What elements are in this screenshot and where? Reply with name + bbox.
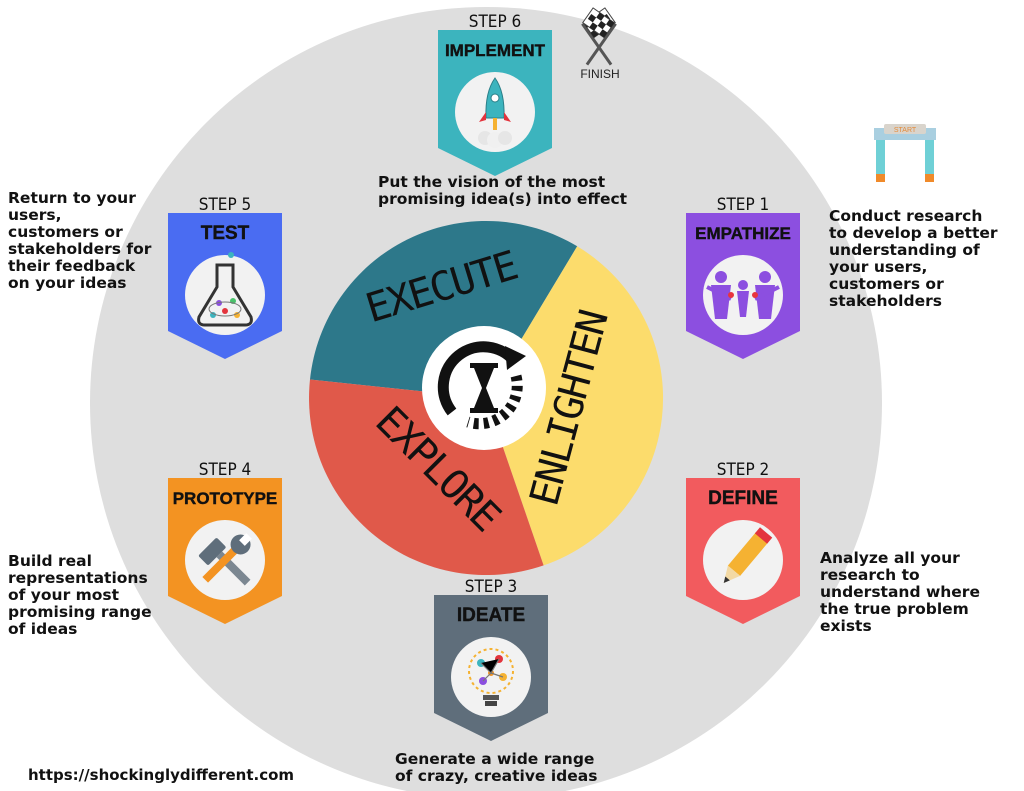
pencil-icon [723,527,773,583]
step-1-description: Conduct research to develop a better und… [829,207,998,310]
step-3-badge: STEP 3 IDEATE [434,577,548,741]
step-5-title: TEST [201,223,250,244]
step-4-title: PROTOTYPE [173,489,278,508]
step-4-description: Build real representations of your most … [8,552,152,638]
step-6-badge: STEP 6 IMPLEMENT [438,12,552,176]
step-1-number: STEP 1 [717,195,770,215]
source-url: https://shockinglydifferent.com [28,766,295,784]
step-1-title: EMPATHIZE [695,224,791,243]
flask-icon [197,252,253,327]
step-1-badge: STEP 1 EMPATHIZE [686,195,800,359]
hourglass-cycle-icon [422,326,546,450]
step-4-number: STEP 4 [199,460,252,480]
start-gate-icon: START [874,124,936,182]
step-5-number: STEP 5 [199,195,252,215]
step-2-number: STEP 2 [717,460,770,480]
rocket-icon [478,77,512,148]
phase-enlighten-slice [486,246,664,566]
step-3-title: IDEATE [457,605,525,626]
hammer-wrench-icon [198,533,252,586]
step-4-badge: STEP 4 PROTOTYPE [168,460,282,624]
step-3-number: STEP 3 [465,577,518,597]
people-hearts-icon [706,271,780,319]
step-2-description: Analyze all your research to understand … [820,549,980,635]
step-6-title: IMPLEMENT [445,41,546,60]
step-6-description: Put the vision of the most promising ide… [378,173,628,208]
start-label: START [894,127,917,134]
step-2-badge: STEP 2 DEFINE [686,460,800,624]
step-3-description: Generate a wide range of crazy, creative… [395,750,598,785]
step-5-badge: STEP 5 TEST [168,195,282,359]
finish-label: FINISH [580,67,619,81]
finish-flags-icon: FINISH [580,7,620,81]
lightbulb-icon [468,648,514,706]
step-5-description: Return to your users, customers or stake… [8,189,152,292]
step-6-number: STEP 6 [469,12,522,32]
step-2-title: DEFINE [708,488,778,509]
